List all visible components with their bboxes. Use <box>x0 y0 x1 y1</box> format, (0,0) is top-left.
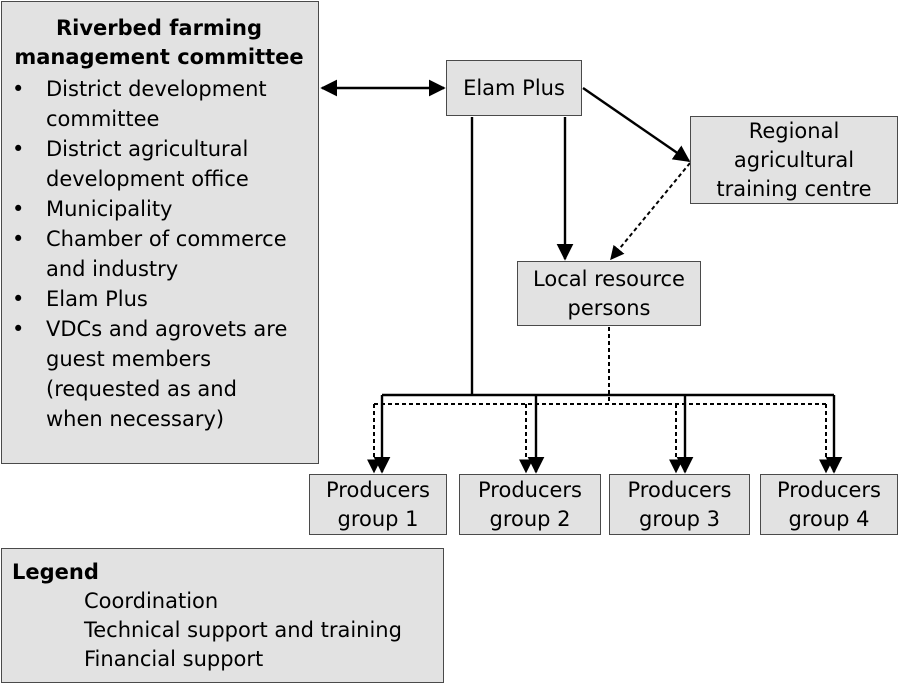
bullet-icon: • <box>12 197 25 221</box>
bullet-icon: • <box>12 287 25 311</box>
member-line: VDCs and agrovets are <box>46 317 288 341</box>
elam-plus-label: Elam Plus <box>463 75 565 100</box>
member-line: Municipality <box>46 197 173 221</box>
bullet-icon: • <box>12 317 25 341</box>
legend-coordination-label: Coordination <box>84 589 219 613</box>
regional-training-line-3: training centre <box>716 176 872 201</box>
committee-member: • VDCs and agrovets are guest members (r… <box>10 314 308 434</box>
local-resource-persons-box: Local resource persons <box>517 261 701 326</box>
member-line: and industry <box>46 257 179 281</box>
legend-title: Legend <box>12 560 99 584</box>
committee-member: • District development committee <box>10 74 308 134</box>
bullet-icon: • <box>12 137 25 161</box>
elam-plus-box: Elam Plus <box>446 60 582 116</box>
member-line: development office <box>46 167 249 191</box>
committee-title-line-1: Riverbed farming <box>55 16 262 40</box>
producers-group-4-box: Producers group 4 <box>760 474 898 535</box>
member-line: guest members <box>46 347 212 371</box>
producers-group-1-box: Producers group 1 <box>309 474 447 535</box>
regional-training-line-1: Regional <box>748 118 840 143</box>
committee-member: • District agricultural development offi… <box>10 134 308 194</box>
committee-title: Riverbed farming management committee <box>10 14 308 72</box>
bullet-icon: • <box>12 77 25 101</box>
regional-training-centre-box: Regional agricultural training centre <box>690 116 898 204</box>
producers-group-line-1: Producers <box>478 477 582 502</box>
member-line: District agricultural <box>46 137 249 161</box>
training-to-lrp-arrow <box>610 162 691 261</box>
committee-box: Riverbed farming management committee • … <box>1 1 319 464</box>
bullet-icon: • <box>12 227 25 251</box>
committee-member: • Elam Plus <box>10 284 308 314</box>
producers-group-line-2: group 4 <box>788 506 870 531</box>
producers-group-3-box: Producers group 3 <box>609 474 750 535</box>
producers-group-line-2: group 2 <box>489 506 571 531</box>
producers-group-line-1: Producers <box>326 477 430 502</box>
committee-member: • Chamber of commerce and industry <box>10 224 308 284</box>
local-resource-line-1: Local resource <box>533 266 685 291</box>
member-line: committee <box>46 107 160 131</box>
producers-group-line-2: group 1 <box>337 506 419 531</box>
producers-group-2-box: Producers group 2 <box>459 474 601 535</box>
member-line: Chamber of commerce <box>46 227 287 251</box>
producers-group-line-1: Producers <box>777 477 881 502</box>
member-line: District development <box>46 77 267 101</box>
committee-title-line-2: management committee <box>14 45 304 69</box>
local-resource-line-2: persons <box>567 295 651 320</box>
committee-member-list: • District development committee • Distr… <box>10 74 308 434</box>
member-line: when necessary) <box>46 407 225 431</box>
member-line: (requested as and <box>46 377 237 401</box>
legend-technical-label: Technical support and training <box>84 618 402 642</box>
legend-financial-label: Financial support <box>84 647 264 671</box>
producers-group-line-2: group 3 <box>638 506 721 531</box>
regional-training-line-2: agricultural <box>733 147 855 172</box>
member-line: Elam Plus <box>46 287 148 311</box>
elam-to-training-arrow <box>582 87 691 162</box>
committee-member: • Municipality <box>10 194 308 224</box>
legend-box: Legend Coordination Technical support an… <box>1 548 444 683</box>
producers-group-line-1: Producers <box>627 477 732 502</box>
